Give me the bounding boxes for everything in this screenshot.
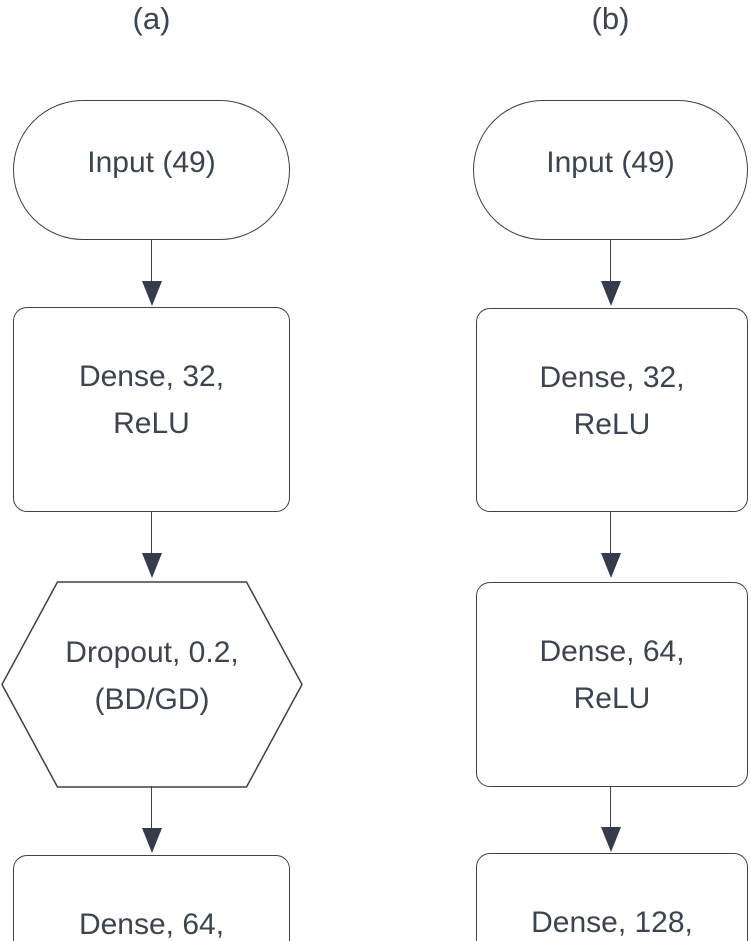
node-label: Dense, 32, bbox=[78, 360, 225, 393]
arrow-b-3 bbox=[599, 786, 622, 852]
node-a-dense-64: Dense, 64, bbox=[13, 855, 290, 941]
arrow-b-1 bbox=[599, 239, 622, 306]
arrow-shaft bbox=[151, 786, 152, 828]
node-b-dense-64: Dense, 64, ReLU bbox=[476, 582, 748, 787]
node-label: ReLU bbox=[573, 408, 651, 441]
arrowhead-icon bbox=[141, 553, 162, 578]
arrow-shaft bbox=[610, 511, 611, 553]
column-b-title: (b) bbox=[591, 1, 630, 36]
arrow-a-3 bbox=[140, 786, 163, 853]
arrowhead-icon bbox=[141, 828, 162, 853]
node-a-dropout bbox=[0, 581, 304, 788]
arrowhead-icon bbox=[600, 553, 621, 578]
node-label: Dropout, 0.2, bbox=[65, 636, 239, 669]
node-label: Dense, 64, bbox=[78, 908, 225, 941]
arrow-shaft bbox=[151, 239, 152, 281]
node-a-dense-32: Dense, 32, ReLU bbox=[13, 307, 290, 512]
arrowhead-icon bbox=[600, 827, 621, 852]
node-label: ReLU bbox=[113, 407, 190, 440]
arrow-b-2 bbox=[599, 511, 622, 578]
node-b-dense-32: Dense, 32, ReLU bbox=[476, 308, 748, 512]
arrowhead-icon bbox=[141, 281, 162, 306]
node-b-input: Input (49) bbox=[473, 100, 748, 240]
node-label: Dense, 128, bbox=[531, 906, 693, 939]
hexagon-shape bbox=[1, 581, 303, 788]
column-a-title: (a) bbox=[132, 1, 171, 36]
arrow-a-2 bbox=[140, 511, 163, 578]
arrow-a-1 bbox=[140, 239, 163, 306]
node-label: Input (49) bbox=[87, 146, 216, 179]
node-b-dense-128: Dense, 128, bbox=[476, 853, 748, 941]
node-a-input: Input (49) bbox=[13, 100, 290, 240]
arrow-shaft bbox=[151, 511, 152, 553]
arrow-shaft bbox=[610, 786, 611, 827]
arrowhead-icon bbox=[600, 281, 621, 306]
node-label: Dense, 64, bbox=[539, 635, 685, 668]
node-label: ReLU bbox=[573, 682, 651, 715]
node-a-dropout-label: Dropout, 0.2, (BD/GD) bbox=[0, 581, 304, 788]
node-label: (BD/GD) bbox=[94, 683, 210, 716]
node-label: Dense, 32, bbox=[539, 361, 685, 394]
node-label: Input (49) bbox=[546, 146, 675, 179]
arrow-shaft bbox=[610, 239, 611, 281]
